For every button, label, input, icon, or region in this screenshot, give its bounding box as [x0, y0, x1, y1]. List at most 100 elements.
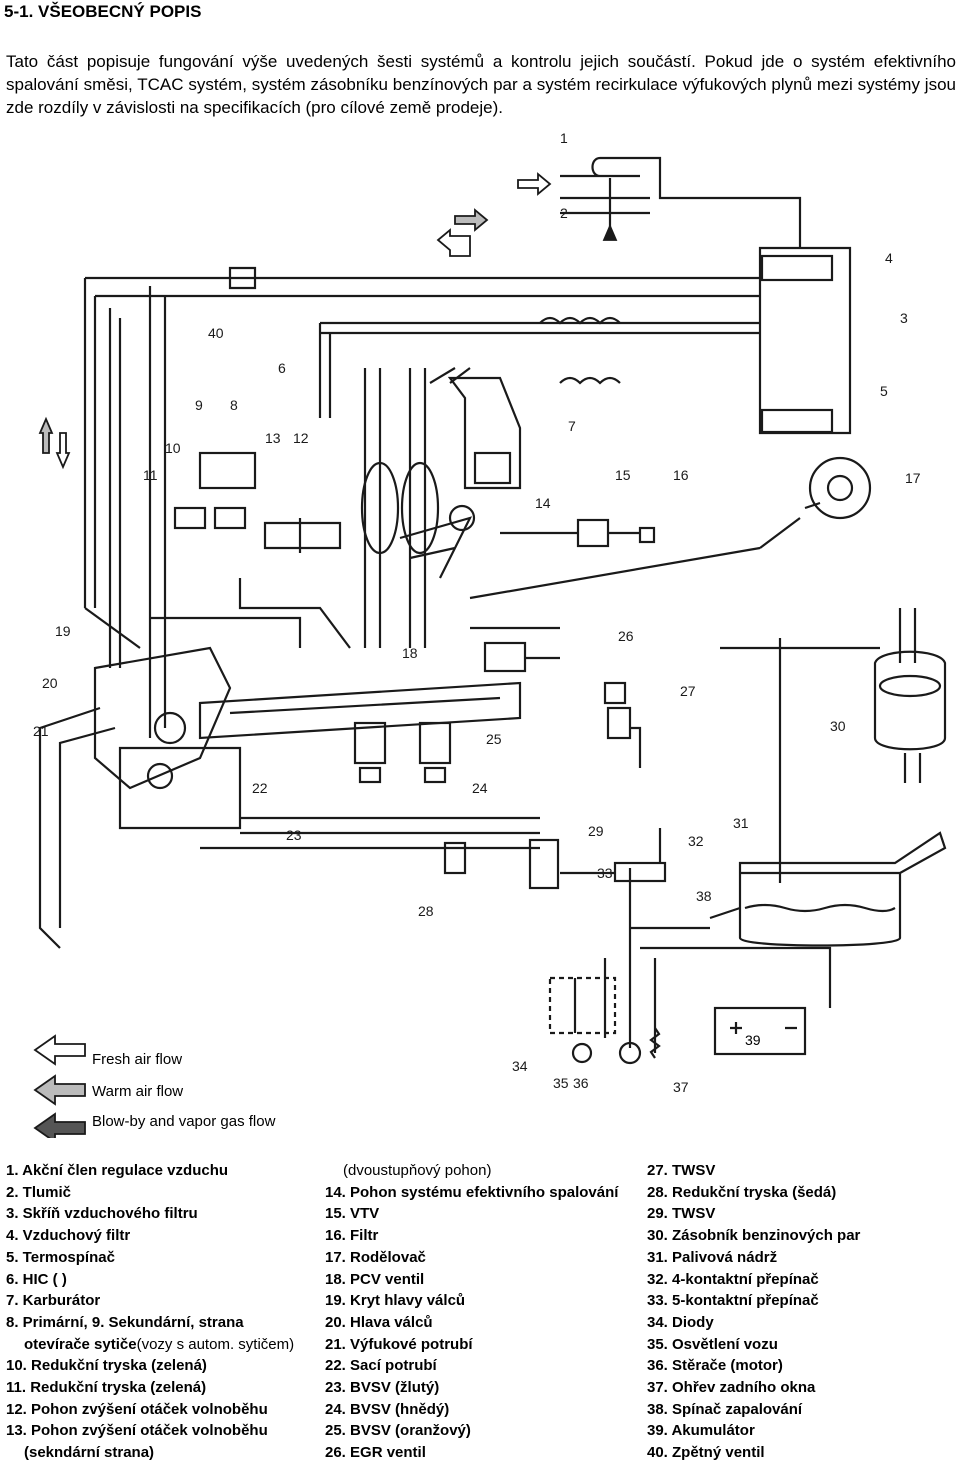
legend-item: 14. Pohon systému efektivního spalování	[325, 1183, 619, 1201]
callout-36: 36	[573, 1075, 589, 1091]
callout-22: 22	[252, 780, 268, 796]
callout-6: 6	[278, 360, 286, 376]
callout-35: 35	[553, 1075, 569, 1091]
main-hose-1	[85, 276, 760, 738]
fresh-air-arrow	[517, 172, 552, 196]
legend-column-1: 1. Akční člen regulace vzduchu 2. Tlumič…	[6, 1160, 294, 1464]
callout-29: 29	[588, 823, 604, 839]
battery-label: 39	[745, 1032, 761, 1048]
callout-18: 18	[402, 645, 418, 661]
legend-item: 21. Výfukové potrubí	[325, 1335, 473, 1353]
callout-38: 38	[696, 888, 712, 904]
legend-item: 1. Akční člen regulace vzduchu	[6, 1162, 229, 1179]
legend-item: 34. Diody	[647, 1313, 714, 1331]
callout-20: 20	[42, 675, 58, 691]
air-cleaner-housing	[600, 156, 852, 435]
legend-item: 23. BVSV (žlutý)	[325, 1379, 440, 1397]
callout-33: 33	[597, 865, 613, 881]
legend-item: 13. Pohon zvýšení otáček volnoběhu	[6, 1422, 268, 1440]
legend-item: 7. Karburátor	[6, 1292, 101, 1310]
intake-manifold	[198, 681, 522, 740]
legend-item: 18. PCV ventil	[325, 1270, 425, 1288]
callout-25: 25	[486, 731, 502, 747]
legend-item: 29. TWSV	[647, 1205, 716, 1223]
legend-item: 5. Termospínač	[6, 1248, 115, 1266]
fresh-air-arrow-left	[436, 228, 471, 257]
thermo-switch-5	[760, 408, 834, 434]
legend-item-part: otevírače sytiče	[24, 1335, 137, 1353]
legend-item: 17. Rodělovač	[325, 1248, 426, 1266]
callout-2: 2	[560, 205, 568, 221]
hose-left	[83, 278, 141, 649]
callout-31: 31	[733, 815, 749, 831]
emission-system-diagram: Fresh air flow Warm air flow Blow-by and…	[33, 130, 947, 1138]
legend-item-continued: (sekndární strana)	[24, 1444, 155, 1462]
callout-1: 1	[560, 130, 568, 146]
callout-10: 10	[165, 440, 181, 456]
warm-air-flow-label: Warm air flow	[92, 1083, 183, 1100]
callout-11: 11	[143, 467, 158, 483]
callout-17: 17	[905, 470, 921, 486]
cylinder	[118, 746, 242, 830]
callout-26: 26	[618, 628, 634, 644]
legend-item-continued: otevírače sytiče(vozy s autom. sytičem)	[6, 1334, 294, 1356]
fuel-tank	[738, 831, 947, 947]
legend-item: 24. BVSV (hnědý)	[325, 1400, 450, 1418]
canister	[873, 650, 947, 751]
legend-item: 31. Palivová nádrž	[647, 1248, 778, 1266]
legend-item: 35. Osvětlení vozu	[647, 1335, 778, 1353]
legend-item: 22. Sací potrubí	[325, 1357, 437, 1375]
callout-14: 14	[535, 495, 551, 511]
legend-item: 2. Tlumič	[6, 1183, 72, 1201]
section-heading: 5-1. VŠEOBECNÝ POPIS	[4, 2, 202, 21]
blowby-flow-label: Blow-by and vapor gas flow	[92, 1113, 276, 1130]
legend-column-3: 27. TWSV 28. Redukční tryska (šedá) 29. …	[647, 1160, 860, 1464]
up-arrow	[602, 223, 618, 241]
battery-39	[713, 1006, 807, 1056]
legend-item: 30. Zásobník benzinových par	[647, 1227, 861, 1245]
callout-19: 19	[55, 623, 71, 639]
warm-air-arrow	[454, 208, 489, 232]
bellows	[539, 316, 621, 385]
callout-34: 34	[512, 1058, 528, 1074]
legend-item: 20. Hlava válců	[325, 1313, 433, 1331]
intro-paragraph: Tato část popisuje fungování výše uveden…	[6, 52, 956, 117]
legend-column-2: (dvoustupňový pohon) 14. Pohon systému e…	[325, 1160, 618, 1464]
main-hose-2	[318, 321, 760, 418]
legend-item: 19. Kryt hlavy válců	[325, 1292, 466, 1310]
legend-item: 12. Pohon zvýšení otáček volnoběhu	[6, 1400, 268, 1418]
legend-item-continued: (dvoustupňový pohon)	[343, 1162, 492, 1179]
legend-item: 37. Ohřev zadního okna	[647, 1379, 816, 1397]
legend-item: 6. HIC ( )	[6, 1270, 67, 1288]
callout-8: 8	[230, 397, 238, 413]
legend-item: 32. 4-kontaktní přepínač	[647, 1270, 819, 1288]
legend-item: 26. EGR ventil	[325, 1444, 426, 1462]
callout-13: 13	[265, 430, 281, 446]
legend-item-note: (vozy s autom. sytičem)	[136, 1335, 295, 1353]
legend-item: 4. Vzduchový filtr	[6, 1227, 131, 1245]
callout-5: 5	[880, 383, 888, 399]
callout-4: 4	[885, 250, 893, 266]
legend-item: 38. Spínač zapalování	[647, 1400, 803, 1418]
callout-12: 12	[293, 430, 309, 446]
legend-item: 39. Akumulátor	[647, 1422, 755, 1440]
callout-16: 16	[673, 467, 689, 483]
callout-23: 23	[286, 827, 302, 843]
exhaust-manifold	[38, 706, 116, 949]
legend-item: 15. VTV	[325, 1205, 380, 1223]
callout-24: 24	[472, 780, 488, 796]
callout-3: 3	[900, 310, 908, 326]
callout-27: 27	[680, 683, 696, 699]
cylinder-head	[93, 646, 232, 790]
legend-item: 27. TWSV	[647, 1162, 716, 1179]
legend-item: 25. BVSV (oranžový)	[325, 1422, 471, 1440]
legend-item: 8. Primární, 9. Sekundární, strana	[6, 1313, 244, 1331]
fresh-air-flow-label: Fresh air flow	[92, 1051, 182, 1068]
legend-item: 36. Stěrače (motor)	[647, 1357, 783, 1375]
callout-9: 9	[195, 397, 203, 413]
legend-item: 33. 5-kontaktní přepínač	[647, 1292, 819, 1310]
callout-15: 15	[615, 467, 631, 483]
callout-7: 7	[568, 418, 576, 434]
callout-21: 21	[33, 723, 49, 739]
duct-top	[560, 156, 650, 238]
